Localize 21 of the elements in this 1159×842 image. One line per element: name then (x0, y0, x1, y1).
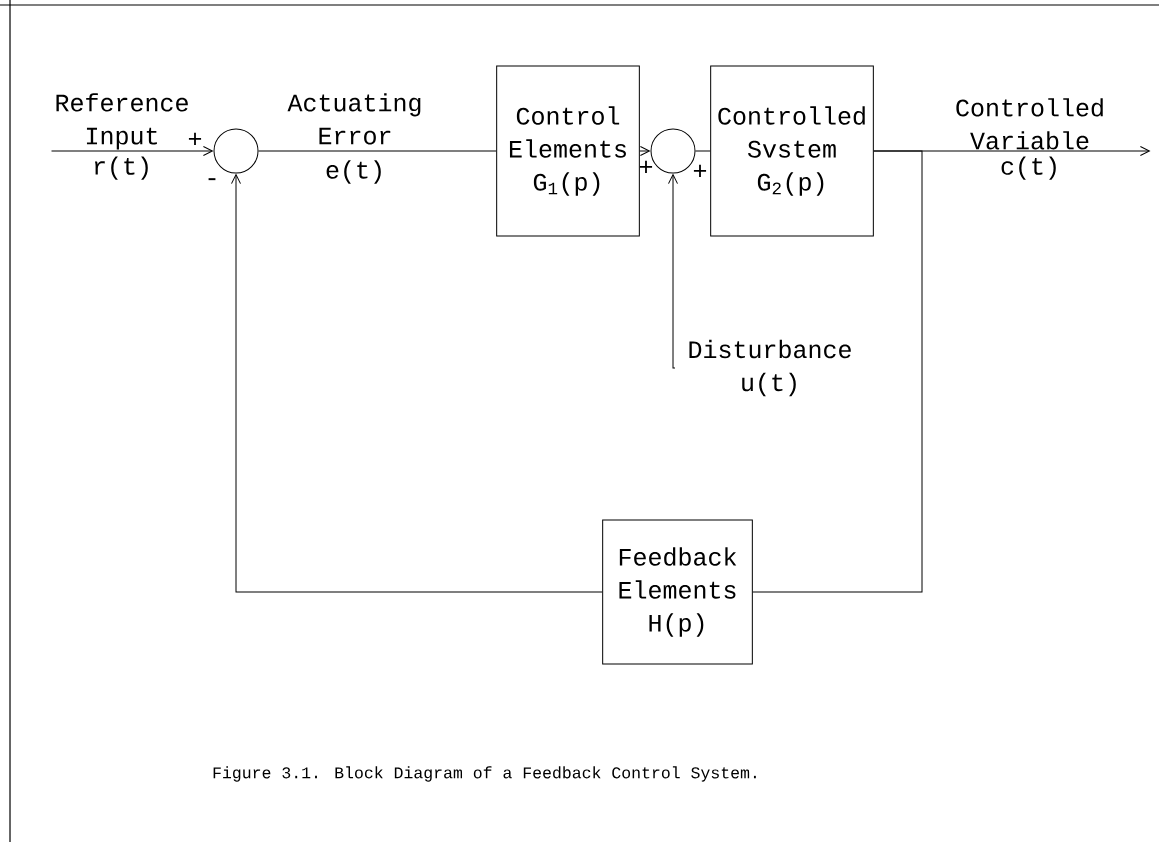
signal-line (695, 150, 711, 152)
signal-line (258, 150, 497, 152)
sign-label: + (639, 160, 653, 173)
block-box: Controlled Svstem G$_{2}$(p) (710, 65, 874, 237)
sign-label: - (208, 178, 216, 181)
signal-label: e(t) (326, 160, 381, 184)
signal-arrow (639, 146, 650, 156)
block-box: Feedback Elements H(p) (602, 519, 753, 665)
signal-arrow (668, 174, 678, 369)
figure-caption: Figure 3.1. Block Diagram of a Feedback Control System. (213, 766, 756, 782)
summing-junction (213, 128, 259, 174)
block-box: Control Elements G$_{1}$(p) (496, 65, 640, 237)
sign-label: + (693, 164, 707, 177)
signal-arrow (51, 146, 213, 156)
signal-arrow (231, 174, 603, 593)
signal-label: Reference Input r(t) (56, 93, 188, 180)
signal-label: Controlled Variable c(t) (956, 98, 1103, 180)
signal-label: Disturbance u(t) (689, 339, 851, 397)
summing-junction (650, 128, 696, 174)
sign-label: + (188, 132, 202, 145)
signal-line (752, 150, 923, 593)
